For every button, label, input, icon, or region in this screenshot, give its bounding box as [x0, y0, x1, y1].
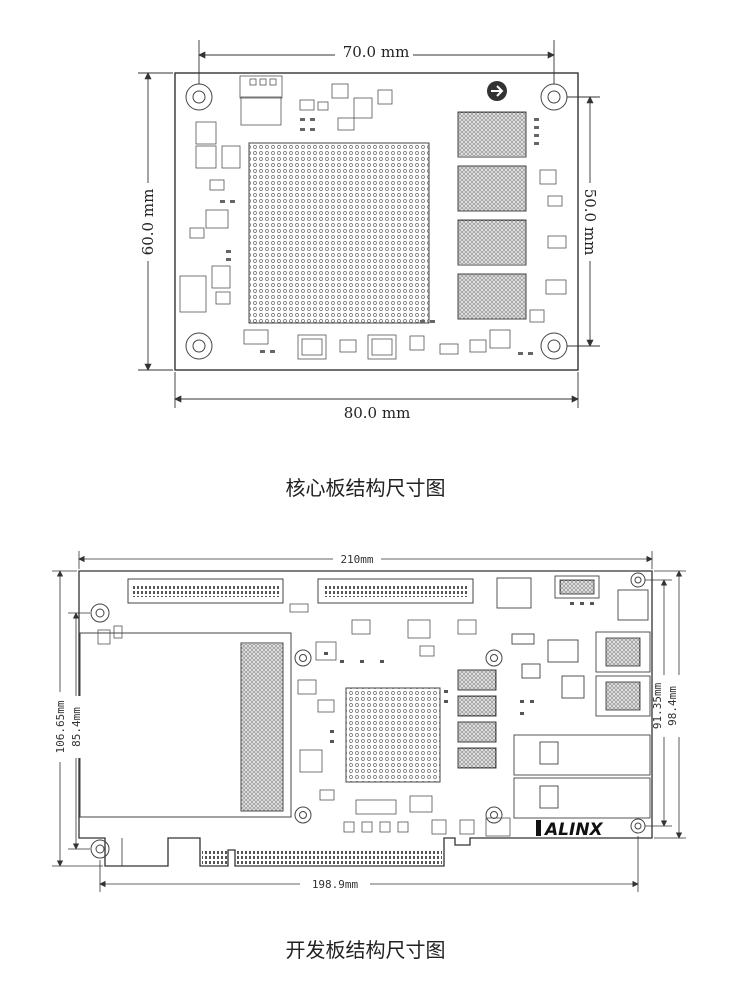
core-dim-bottom: 80.0 mm — [344, 404, 411, 422]
dev-dim-right-inner: 91.35mm — [651, 682, 664, 729]
core-dim-right: 50.0 mm — [581, 189, 599, 256]
fpga-bga-chip — [248, 142, 430, 324]
dev-board-drawing: ALINX 210mm 198.9mm 106.65mm — [52, 551, 686, 892]
dev-dim-right-outer: 98.4mm — [666, 686, 679, 726]
core-dim-top: 70.0 mm — [343, 43, 410, 61]
pcie-fingers-right — [237, 850, 442, 864]
core-board-drawing: 70.0 mm 80.0 mm 60.0 mm 50.0 mm — [138, 40, 600, 422]
header-connector-right — [323, 586, 469, 597]
dev-dim-left-outer: 106.65mm — [54, 700, 67, 753]
ddr-memory-chips — [457, 111, 527, 320]
dev-fpga-chip — [345, 687, 441, 783]
dev-right-components — [496, 575, 651, 819]
dev-board-caption: 开发板结构尺寸图 — [285, 938, 446, 962]
core-dim-left: 60.0 mm — [139, 189, 157, 256]
core-board-caption: 核心板结构尺寸图 — [285, 476, 446, 500]
core-small-pads — [220, 118, 539, 355]
dev-mounting-holes — [90, 572, 646, 859]
dev-misc-components — [97, 603, 511, 837]
brand-logo-text: ALINX — [543, 820, 604, 840]
header-connector-left — [133, 586, 279, 597]
dev-ddr-chips — [457, 669, 497, 769]
dev-dim-left-inner: 85.4mm — [70, 707, 83, 747]
board-to-board-connector — [240, 642, 284, 812]
core-components — [179, 75, 567, 360]
dev-dim-bottom: 198.9mm — [312, 878, 359, 891]
dev-dim-top: 210mm — [340, 553, 373, 566]
dev-small-pads — [324, 602, 594, 743]
pcie-fingers-left — [202, 850, 227, 864]
